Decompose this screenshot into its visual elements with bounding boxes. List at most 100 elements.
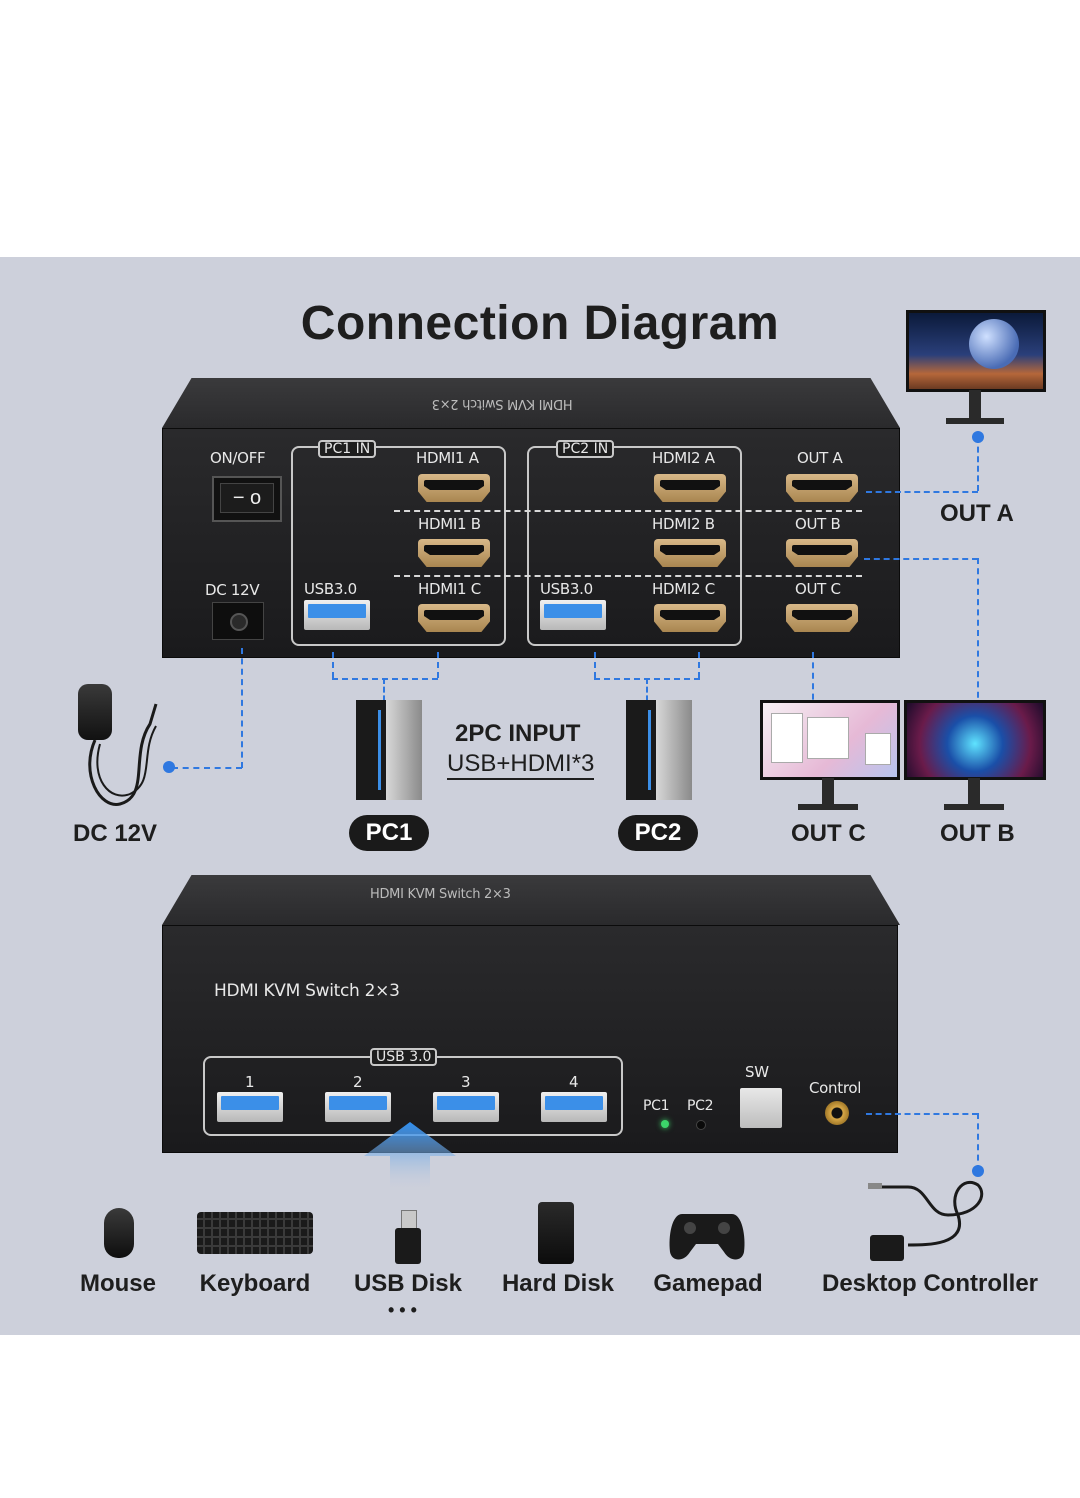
dc-label: DC 12V (73, 820, 158, 847)
front-usb-port-3[interactable] (433, 1092, 499, 1122)
desktop-window-1 (771, 713, 803, 763)
line-pc2-c (646, 678, 648, 710)
control-jack[interactable] (825, 1101, 849, 1125)
desktop-controller-label: Desktop Controller (821, 1270, 1039, 1297)
hdmi1a-label: HDMI1 A (416, 449, 479, 467)
usb-insert-arrow (364, 1122, 456, 1194)
gamepad-icon (669, 1214, 745, 1260)
front-device-top (162, 875, 900, 925)
planet-image (969, 319, 1019, 369)
front-kvm-device: HDMI KVM Switch 2×3 (162, 875, 900, 1155)
dc-power-jack[interactable] (212, 602, 264, 640)
front-usb-group-tag: USB 3.0 (370, 1048, 438, 1066)
pc1-led (378, 710, 381, 790)
usb-pc1-label: USB3.0 (304, 580, 357, 598)
line-outc-v (812, 652, 814, 710)
led-pc1-label: PC1 (643, 1098, 670, 1114)
onoff-label: ON/OFF (210, 449, 266, 467)
monitor-b-base (944, 804, 1004, 810)
line-pc1-b (437, 652, 439, 678)
power-adapter (70, 684, 170, 814)
sw-button[interactable] (740, 1088, 782, 1128)
front-port-3-label: 3 (461, 1073, 471, 1091)
led-pc2-label: PC2 (687, 1098, 714, 1114)
line-outa-v (977, 437, 979, 491)
page-title: Connection Diagram (300, 297, 780, 350)
led-pc2-indicator (696, 1120, 706, 1130)
keyboard-label: Keyboard (199, 1270, 311, 1297)
pc2-side (656, 700, 692, 800)
row-divider-2 (394, 575, 862, 577)
line-pc2-a (594, 652, 596, 678)
out-b-label: OUT B (940, 820, 1015, 847)
hdmi1b-port[interactable] (418, 539, 490, 567)
monitor-b-screen (904, 700, 1046, 780)
desktop-window-3 (865, 733, 891, 765)
monitor-a-stand (969, 390, 981, 418)
rear-device-face (162, 428, 900, 658)
dot-controller (972, 1165, 984, 1177)
front-usb-port-2[interactable] (325, 1092, 391, 1122)
desktop-window-2 (807, 717, 849, 759)
pc2-group-tag: PC2 IN (556, 440, 615, 458)
front-usb-port-1[interactable] (217, 1092, 283, 1122)
led-pc1-indicator (661, 1120, 669, 1128)
usb-pc1-port[interactable] (304, 600, 370, 630)
out-c-port-label: OUT C (795, 580, 841, 598)
monitor-c-screen (760, 700, 900, 780)
front-top-text: HDMI KVM Switch 2×3 (370, 887, 511, 902)
front-port-1-label: 1 (245, 1073, 255, 1091)
monitor-b (904, 700, 1046, 812)
out-b-port-label: OUT B (795, 515, 841, 533)
hdmi2a-label: HDMI2 A (652, 449, 715, 467)
hdmi2a-port[interactable] (654, 474, 726, 502)
dot-adapter (163, 761, 175, 773)
monitor-a-screen (906, 310, 1046, 392)
line-outb-h (864, 558, 978, 560)
pc1-tower (356, 700, 422, 800)
line-control-h (866, 1113, 978, 1115)
hdmi2c-port[interactable] (654, 604, 726, 632)
usb-disk-plug (401, 1210, 417, 1230)
monitor-c-stand (822, 778, 834, 804)
sw-label: SW (745, 1063, 769, 1081)
out-a-port[interactable] (786, 474, 858, 502)
usb-disk-body (395, 1228, 421, 1264)
line-pc1-a (332, 652, 334, 678)
line-dc-v (241, 648, 243, 768)
pc2-front (626, 700, 656, 800)
hdmi1c-port[interactable] (418, 604, 490, 632)
line-control-v (977, 1113, 979, 1171)
front-device-name: HDMI KVM Switch 2×3 (214, 981, 400, 1001)
dc-port-label: DC 12V (205, 581, 260, 599)
more-indicator: • • • (388, 1300, 417, 1320)
front-port-4-label: 4 (569, 1073, 579, 1091)
usb-pc2-label: USB3.0 (540, 580, 593, 598)
front-port-2-label: 2 (353, 1073, 363, 1091)
rear-kvm-device: HDMI KVM Switch 2×3 (162, 378, 900, 658)
out-b-port[interactable] (786, 539, 858, 567)
hdmi2c-label: HDMI2 C (652, 580, 715, 598)
pc2-led (648, 710, 651, 790)
out-c-port[interactable] (786, 604, 858, 632)
hdmi2b-label: HDMI2 B (652, 515, 715, 533)
desktop-controller-icon (868, 1180, 984, 1261)
adapter-body (78, 684, 112, 740)
hdmi2b-port[interactable] (654, 539, 726, 567)
monitor-c (760, 700, 900, 812)
pc1-side (386, 700, 422, 800)
monitor-a (906, 310, 1046, 428)
pc2-input-group (527, 446, 742, 646)
front-usb-port-4[interactable] (541, 1092, 607, 1122)
hard-disk-label: Hard Disk (501, 1270, 615, 1297)
pc1-input-group (291, 446, 506, 646)
gamepad-label: Gamepad (653, 1270, 763, 1297)
row-divider-1 (394, 510, 862, 512)
power-switch[interactable]: − o (212, 476, 282, 522)
usb-pc2-port[interactable] (540, 600, 606, 630)
control-label: Control (809, 1079, 862, 1097)
input-title: 2PC INPUT (455, 720, 581, 747)
usb-disk-label: USB Disk (353, 1270, 463, 1297)
dc-jack-hole (230, 613, 248, 631)
hdmi1a-port[interactable] (418, 474, 490, 502)
